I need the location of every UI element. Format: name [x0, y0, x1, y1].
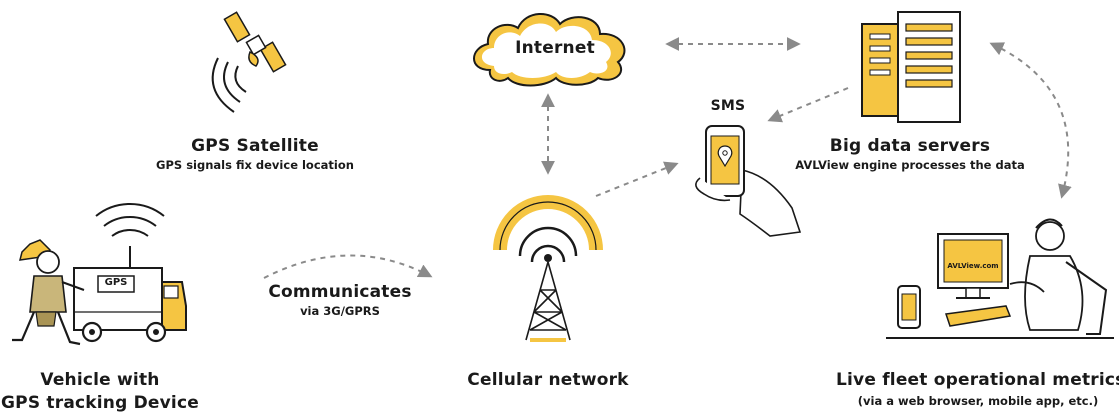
cellular-title: Cellular network	[467, 370, 629, 390]
vehicle-title-line2: GPS tracking Device	[1, 393, 199, 413]
servers-icon	[861, 11, 961, 123]
connector-arrows	[263, 37, 1072, 279]
satellite-subtitle: GPS signals fix device location	[156, 158, 354, 172]
communicates-subtitle: via 3G/GPRS	[300, 304, 380, 318]
sms-label: SMS	[710, 98, 746, 114]
arrow-vehicle-cellular	[263, 254, 433, 279]
driver-person-icon	[12, 239, 85, 346]
servers-title: Big data servers	[829, 136, 991, 156]
gps-box-label: GPS	[104, 277, 128, 288]
arrow-servers-sms	[767, 87, 849, 123]
sms-phone-icon	[695, 125, 802, 237]
communicates-title: Communicates	[268, 282, 412, 302]
vehicle-title-line1: Vehicle with	[40, 370, 160, 390]
satellite-icon	[211, 11, 287, 113]
servers-subtitle: AVLView engine processes the data	[795, 158, 1025, 172]
workstation-icon	[886, 218, 1114, 339]
cell-tower-icon	[493, 195, 603, 342]
internet-label: Internet	[515, 38, 595, 58]
fleet-title: Live fleet operational metrics	[836, 370, 1119, 390]
internet-cloud-icon	[473, 13, 626, 87]
arrow-servers-fleet	[989, 42, 1072, 199]
fleet-subtitle: (via a web browser, mobile app, etc.)	[857, 394, 1099, 408]
vehicle-truck-icon	[73, 203, 187, 343]
screen-label: AVLView.com	[947, 262, 999, 270]
satellite-title: GPS Satellite	[191, 136, 319, 156]
arrow-cellular-sms	[595, 161, 679, 197]
